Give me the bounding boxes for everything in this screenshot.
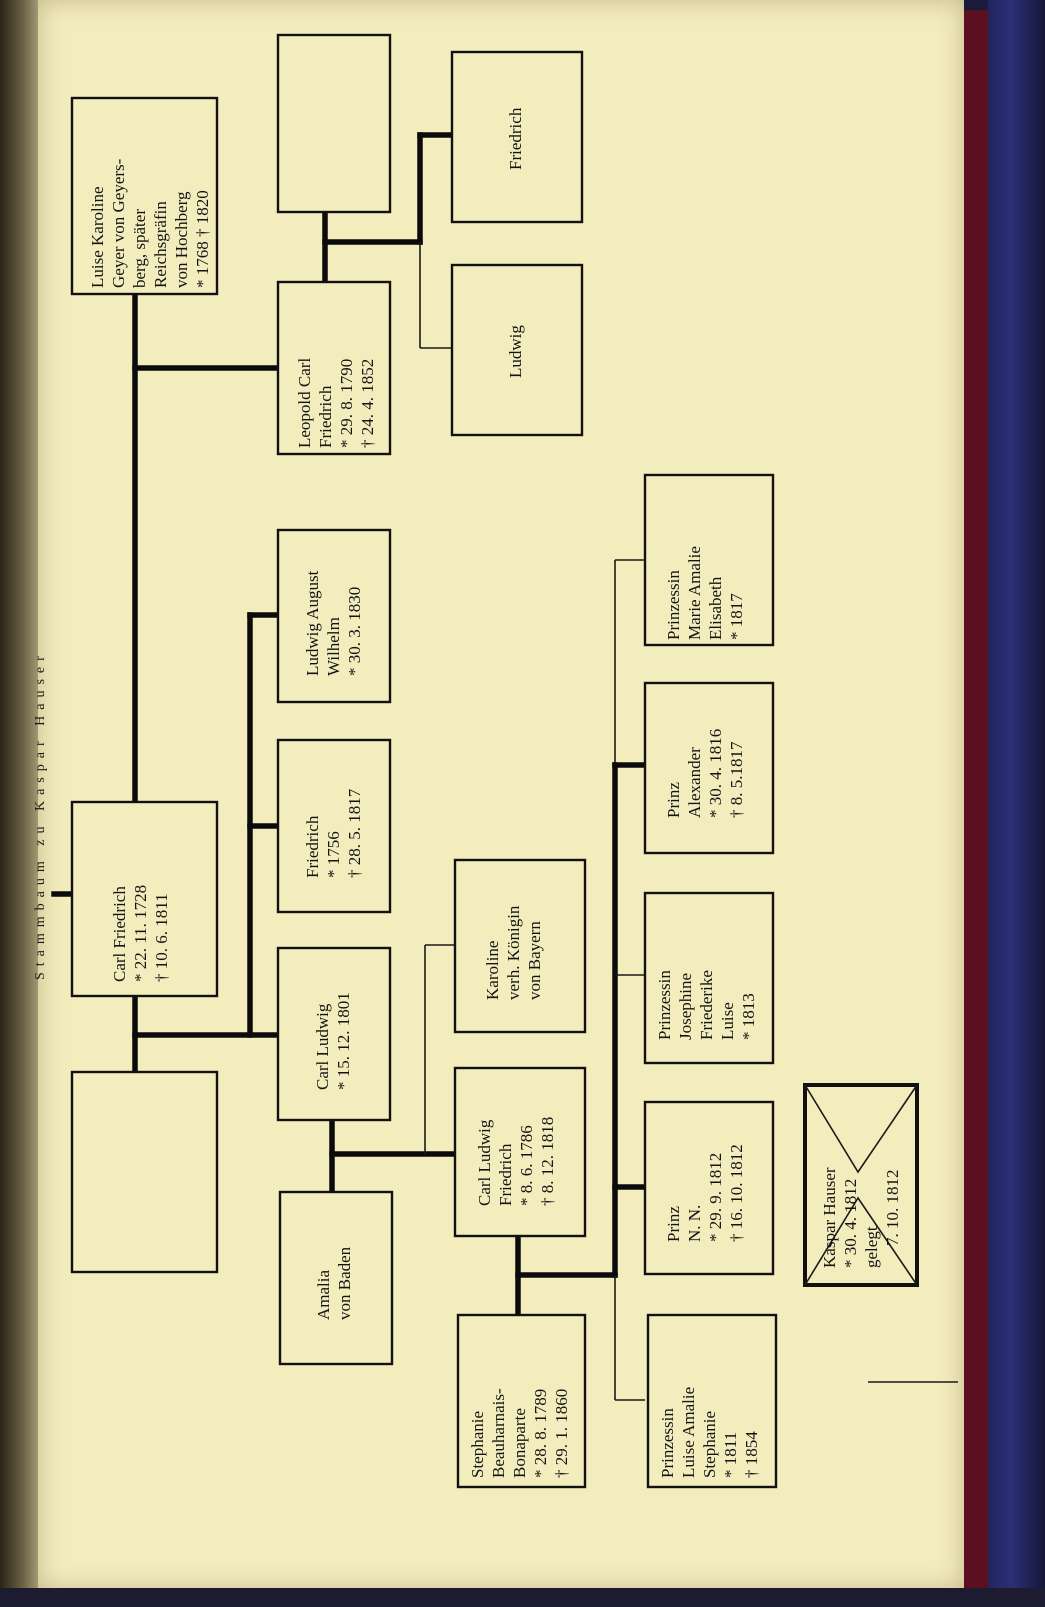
tree-connectors [51,132,958,1401]
book-bottom-edge [0,1588,1045,1607]
svg-text:Leopold Carl Friedrich: Leopold Carl Friedrich * 29. 8. 1790 † 2… [295,354,377,448]
svg-text:Karoline verh. Königin: Karoline verh. Königin von Bayern [483,901,544,1000]
svg-text:Prinzessin Josephine: Prinzessin Josephine Friederike Luise * … [655,966,758,1040]
svg-text:Luise Karoline Geyer v: Luise Karoline Geyer von Geyers- berg, s… [88,154,212,288]
person-ludwig-august-wilhelm: Ludwig August Wilhelm * 30. 3. 1830 [276,528,392,704]
person-empty-left [70,1070,219,1274]
book-binding-left [0,0,40,1607]
person-karoline: Karoline verh. Königin von Bayern [453,858,587,1034]
person-luise-karoline: Luise Karoline Geyer von Geyers- berg, s… [70,96,219,296]
person-friedrich-small: Friedrich [450,50,584,224]
person-carl-friedrich: Carl Friedrich * 22. 11. 1728 † 10. 6. 1… [70,800,219,998]
svg-text:Ludwig August Wilhelm: Ludwig August Wilhelm * 30. 3. 1830 [303,566,364,676]
person-prinzessin-marie-amalie: Prinzessin Marie Amalie Elisabeth * 1817 [643,473,775,647]
svg-text:Prinzessin Luise Amali: Prinzessin Luise Amalie Stephanie * 1811… [658,1383,761,1478]
diagram-title: Stammbaum zu Kaspar Hauser [33,650,48,980]
svg-text:Prinz N. N. *: Prinz N. N. * 29. 9. 1812 † 16. 10. 1812 [664,1144,746,1242]
svg-text:Kaspar Hauser * 30. 4: Kaspar Hauser * 30. 4. 1812 gelegt 7. 10… [820,1163,902,1268]
svg-text:Prinz Alexander: Prinz Alexander * 30. 4. 1816 † 8. 5.181… [664,725,746,819]
person-carl-ludwig-1801: Carl Ludwig * 15. 12. 1801 [276,946,392,1122]
svg-text:Carl Ludwig Friedrich: Carl Ludwig Friedrich * 8. 6. 1786 † 8. … [475,1115,557,1206]
person-prinzessin-luise-amalie: Prinzessin Luise Amalie Stephanie * 1811… [646,1313,778,1489]
person-leopold-carl-friedrich: Leopold Carl Friedrich * 29. 8. 1790 † 2… [276,280,392,456]
person-amalia-von-baden: Amalia von Baden [278,1190,394,1366]
svg-text:Prinzessin Marie Amali: Prinzessin Marie Amalie Elisabeth * 1817 [664,542,746,640]
person-empty-top [276,33,392,214]
person-ludwig-small: Ludwig [450,263,584,437]
person-prinz-alexander: Prinz Alexander * 30. 4. 1816 † 8. 5.181… [643,681,775,855]
person-stephanie-beauharnais: Stephanie Beauharnais- Bonaparte * 28. 8… [456,1313,587,1489]
svg-text:Ludwig: Ludwig [506,325,525,378]
person-kaspar-hauser: Kaspar Hauser * 30. 4. 1812 gelegt 7. 10… [803,1083,919,1287]
svg-text:Friedrich: Friedrich [506,107,525,170]
person-prinz-nn: Prinz N. N. * 29. 9. 1812 † 16. 10. 1812 [643,1100,775,1276]
person-friedrich-1756: Friedrich * 1756 † 28. 5. 1817 [276,738,392,914]
svg-text:Stephanie Beauharnais-: Stephanie Beauharnais- Bonaparte * 28. 8… [468,1384,571,1478]
person-prinzessin-josephine: Prinzessin Josephine Friederike Luise * … [643,891,775,1065]
svg-text:Amalia von Baden: Amalia von Baden [314,1246,354,1320]
svg-text:Carl Ludwig * 15. 12.: Carl Ludwig * 15. 12. 1801 [313,992,353,1090]
svg-text:Friedrich * 1756: Friedrich * 1756 † 28. 5. 1817 [303,788,364,878]
svg-text:Carl Friedrich * 22. 1: Carl Friedrich * 22. 11. 1728 † 10. 6. 1… [110,881,171,982]
book-cover-edge-red [960,10,988,1600]
book-cover-edge-blue [988,0,1045,1607]
person-carl-ludwig-friedrich: Carl Ludwig Friedrich * 8. 6. 1786 † 8. … [453,1066,587,1238]
